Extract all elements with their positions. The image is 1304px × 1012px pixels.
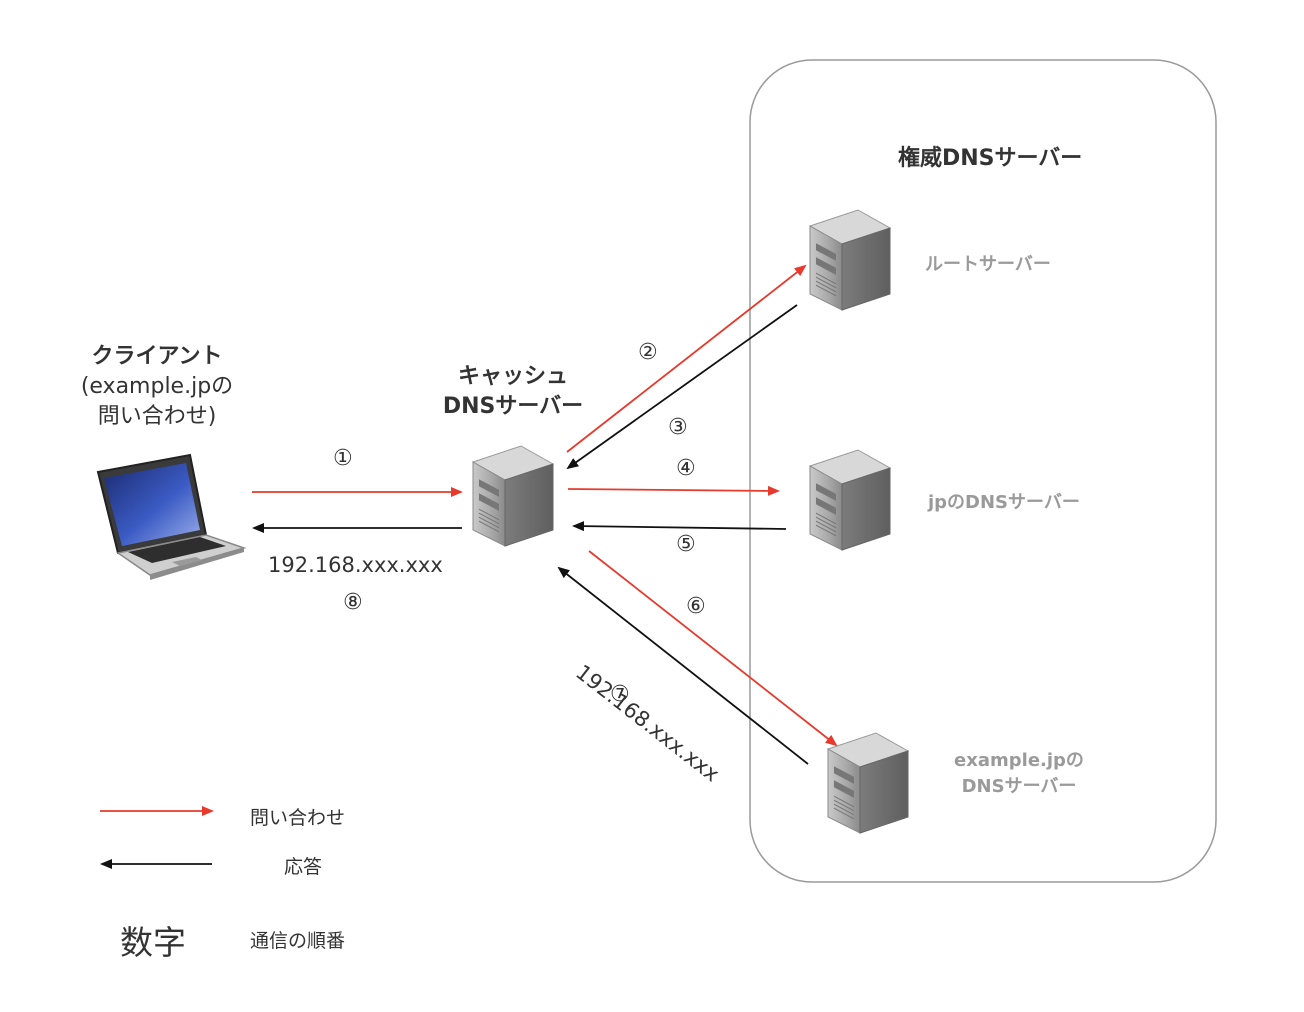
example-server-label-line1: example.jpの xyxy=(954,750,1084,771)
arrow-step7-response xyxy=(557,566,809,765)
client-label: クライアント (example.jpの 問い合わせ) xyxy=(62,342,252,432)
client-line2: 問い合わせ) xyxy=(97,404,217,429)
arrow-step4-query xyxy=(567,485,780,496)
laptop-icon xyxy=(96,453,247,580)
client-line1: (example.jpの xyxy=(80,374,234,399)
example-server-label-line2: DNSサーバー xyxy=(961,776,1077,797)
legend-response-label: 応答 xyxy=(284,856,323,878)
cache-server-label: キャッシュ DNSサーバー xyxy=(418,362,608,422)
step-7-label: ⑦ xyxy=(610,682,630,707)
root-server-label: ルートサーバー xyxy=(925,254,1051,275)
jp-server-label: jpのDNSサーバー xyxy=(928,492,1080,513)
authoritative-title: 権威DNSサーバー xyxy=(898,146,1083,171)
step-6-label: ⑥ xyxy=(686,594,706,619)
root-server-icon xyxy=(809,209,891,311)
legend-query-label: 問い合わせ xyxy=(250,807,346,829)
legend-number-symbol: 数字 xyxy=(120,923,186,962)
example-server-label: example.jpの DNSサーバー xyxy=(948,748,1090,800)
authoritative-group-box xyxy=(749,59,1217,883)
step-4-label: ④ xyxy=(676,456,696,481)
arrow-step5-response xyxy=(572,521,787,532)
jp-server-icon xyxy=(809,449,891,551)
step-5-label: ⑤ xyxy=(676,532,696,557)
cache-label-line2: DNSサーバー xyxy=(442,394,584,419)
example-server-icon xyxy=(827,732,909,834)
arrow-step6-query xyxy=(588,550,838,747)
step-1-label: ① xyxy=(333,446,353,471)
step-3-label: ③ xyxy=(668,415,688,440)
ip-address-bottom: 192.168.xxx.xxx xyxy=(268,553,443,577)
client-title: クライアント xyxy=(91,344,223,369)
step-8-label: ⑧ xyxy=(343,590,363,615)
step-2-label: ② xyxy=(638,340,658,365)
cache-label-line1: キャッシュ xyxy=(457,364,568,389)
arrow-step2-query xyxy=(566,264,807,453)
cache-server-icon xyxy=(472,445,554,547)
legend-number-desc: 通信の順番 xyxy=(250,930,346,952)
arrow-step3-response xyxy=(566,304,798,470)
